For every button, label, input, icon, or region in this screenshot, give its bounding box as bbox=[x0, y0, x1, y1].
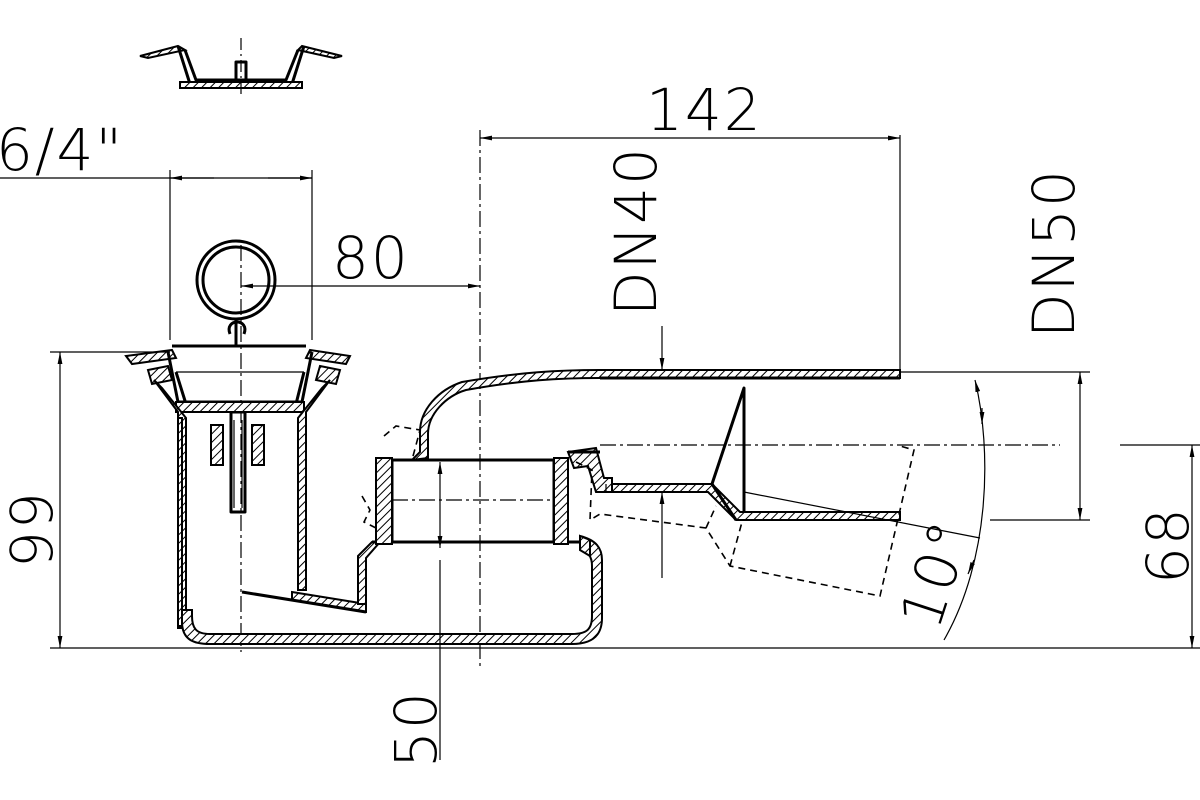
trap-body bbox=[153, 379, 603, 645]
dim-99: 99 bbox=[0, 351, 1200, 649]
label-80: 80 bbox=[332, 224, 410, 292]
label-68: 68 bbox=[1134, 506, 1200, 584]
dim-80: 80 bbox=[241, 224, 480, 292]
label-angle: 10° bbox=[887, 512, 985, 637]
dim-angle: 10° bbox=[743, 379, 986, 641]
dim-thread: 6/4" bbox=[0, 116, 313, 340]
label-99: 99 bbox=[0, 490, 66, 568]
label-142: 142 bbox=[646, 76, 763, 144]
label-dn40: DN40 bbox=[602, 146, 670, 316]
label-50: 50 bbox=[382, 690, 450, 768]
centre-lines bbox=[240, 130, 1060, 670]
dim-142: 142 bbox=[480, 76, 900, 144]
dim-dn40: DN40 bbox=[602, 146, 670, 578]
label-thread: 6/4" bbox=[0, 116, 124, 184]
alternative-position bbox=[361, 425, 915, 597]
pull-ring bbox=[195, 239, 277, 346]
dim-50: 50 bbox=[382, 462, 450, 768]
drain-head bbox=[124, 344, 352, 413]
strainer-cover bbox=[139, 38, 343, 96]
label-dn50: DN50 bbox=[1020, 168, 1088, 338]
dim-dn50: DN50 bbox=[900, 168, 1090, 521]
drain-bolt bbox=[210, 401, 265, 514]
dim-68: 68 bbox=[1120, 444, 1200, 648]
